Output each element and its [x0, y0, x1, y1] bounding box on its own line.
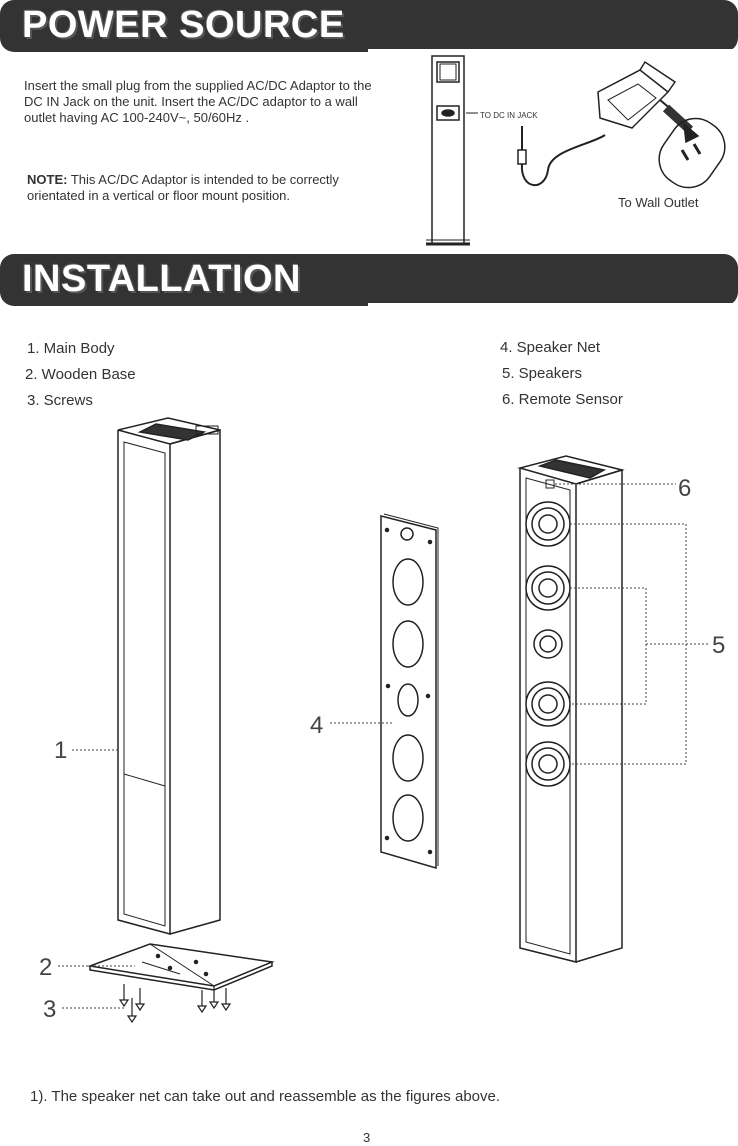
- part-speakers: 5. Speakers: [502, 365, 583, 382]
- installation-banner: INSTALLATION: [0, 254, 738, 306]
- wall-outlet-illustration: [658, 117, 726, 189]
- dc-jack-label: TO DC IN JACK: [480, 111, 538, 120]
- note-text: This AC/DC Adaptor is intended to be cor…: [27, 172, 339, 203]
- callout-2: 2: [39, 954, 53, 981]
- power-source-title: POWER SOURCE: [22, 4, 345, 46]
- main-body-illustration: [117, 417, 221, 935]
- banner-divider: [368, 49, 738, 52]
- tower-unit-illustration: [426, 55, 470, 246]
- part-screws: 3. Screws: [27, 392, 93, 409]
- power-note: NOTE: This AC/DC Adaptor is intended to …: [27, 172, 387, 204]
- speaker-net-illustration: [380, 513, 439, 869]
- banner-divider: [368, 303, 738, 306]
- leader-lines: [58, 483, 710, 1009]
- wall-outlet-label: To Wall Outlet: [618, 195, 699, 210]
- note-label: NOTE:: [27, 172, 68, 187]
- page-number: 3: [363, 1130, 371, 1145]
- callout-1: 1: [54, 737, 68, 764]
- power-source-banner: POWER SOURCE: [0, 0, 738, 52]
- installation-title: INSTALLATION: [22, 258, 301, 300]
- part-remote-sensor: 6. Remote Sensor: [502, 391, 623, 408]
- callout-5: 5: [712, 632, 726, 659]
- footnote: 1). The speaker net can take out and rea…: [30, 1088, 501, 1105]
- dc-cable-illustration: [466, 112, 606, 187]
- callout-4: 4: [310, 712, 324, 739]
- adaptor-illustration: [597, 60, 700, 144]
- part-speaker-net: 4. Speaker Net: [500, 339, 601, 356]
- part-main-body: 1. Main Body: [27, 340, 115, 357]
- speaker-tower-illustration: [517, 455, 625, 963]
- callout-3: 3: [43, 996, 57, 1023]
- part-wooden-base: 2. Wooden Base: [25, 366, 136, 383]
- power-instruction: Insert the small plug from the supplied …: [24, 78, 372, 125]
- wooden-base-illustration: [87, 943, 275, 991]
- callout-6: 6: [678, 475, 692, 502]
- screws-illustration: [118, 984, 232, 1024]
